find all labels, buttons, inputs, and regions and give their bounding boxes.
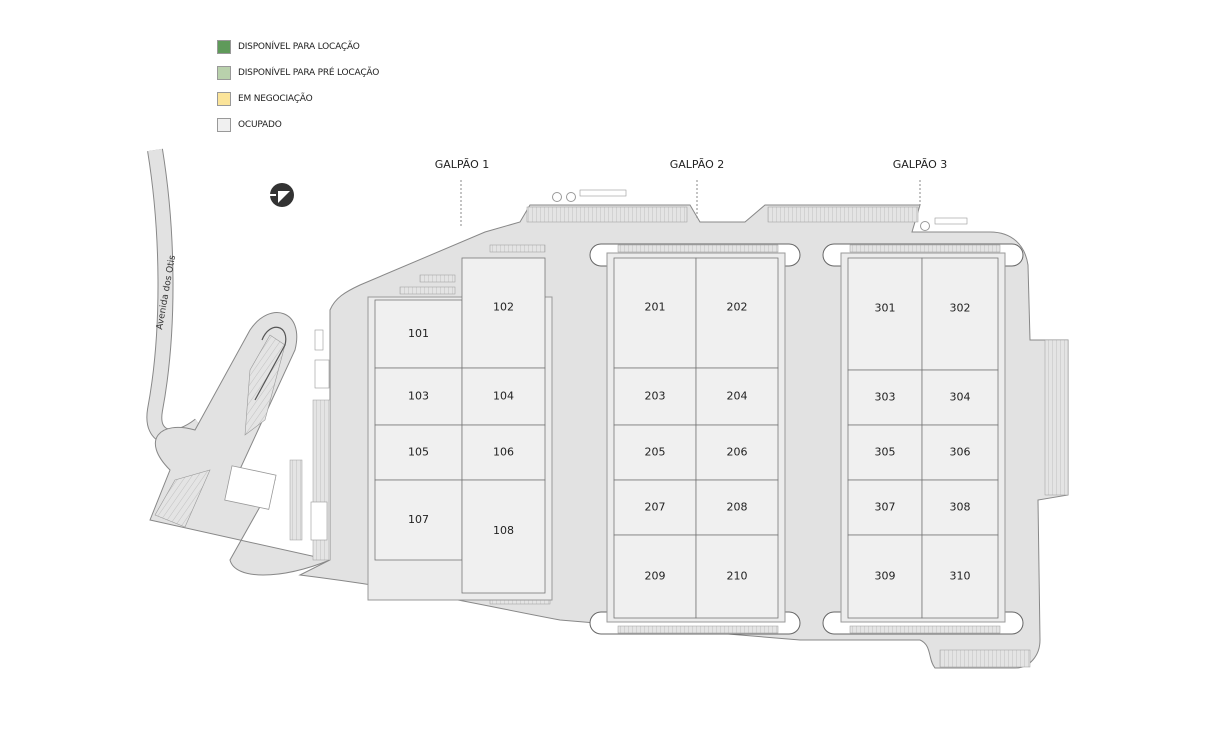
unit-label: 207 <box>645 501 666 514</box>
unit-label: 307 <box>875 501 896 514</box>
unit-203[interactable] <box>613 367 697 426</box>
unit-302[interactable] <box>921 257 999 371</box>
unit-label: 204 <box>727 390 748 403</box>
unit-204[interactable] <box>695 367 779 426</box>
unit-207[interactable] <box>613 479 697 536</box>
galpao-3-label: GALPÃO 3 <box>893 158 948 171</box>
unit-label: 107 <box>408 513 429 526</box>
unit-label: 310 <box>950 570 971 583</box>
legend: DISPONÍVEL PARA LOCAÇÃO DISPONÍVEL PARA … <box>217 34 379 138</box>
unit-202[interactable] <box>695 257 779 369</box>
unit-308[interactable] <box>921 479 999 536</box>
unit-307[interactable] <box>847 479 923 536</box>
galpao-3: 301 302 303 304 305 306 307 308 309 310 <box>847 257 999 619</box>
legend-item-negotiation: EM NEGOCIAÇÃO <box>217 86 379 112</box>
unit-label: 206 <box>727 446 748 459</box>
unit-label: 302 <box>950 301 971 314</box>
unit-106[interactable] <box>461 424 546 481</box>
unit-103[interactable] <box>374 367 463 426</box>
unit-304[interactable] <box>921 369 999 426</box>
unit-label: 201 <box>645 301 666 314</box>
north-arrow-icon <box>270 183 294 207</box>
unit-label: 305 <box>875 446 896 459</box>
unit-102[interactable] <box>461 257 546 369</box>
legend-swatch <box>217 66 231 80</box>
legend-label: DISPONÍVEL PARA LOCAÇÃO <box>238 42 360 52</box>
unit-label: 108 <box>493 524 514 537</box>
unit-206[interactable] <box>695 424 779 481</box>
unit-306[interactable] <box>921 424 999 481</box>
legend-item-occupied: OCUPADO <box>217 112 379 138</box>
access-road <box>149 312 332 576</box>
unit-label: 301 <box>875 301 896 314</box>
legend-item-pre-available: DISPONÍVEL PARA PRÉ LOCAÇÃO <box>217 60 379 86</box>
unit-label: 103 <box>408 390 429 403</box>
galpao-1-label: GALPÃO 1 <box>435 158 490 171</box>
unit-label: 203 <box>645 390 666 403</box>
unit-201[interactable] <box>613 257 697 369</box>
unit-101[interactable] <box>374 299 463 369</box>
unit-310[interactable] <box>921 534 999 619</box>
unit-label: 208 <box>727 501 748 514</box>
unit-label: 102 <box>493 301 514 314</box>
unit-label: 205 <box>645 446 666 459</box>
unit-108[interactable] <box>461 479 546 594</box>
unit-label: 309 <box>875 570 896 583</box>
unit-107[interactable] <box>374 479 463 561</box>
unit-301[interactable] <box>847 257 923 371</box>
unit-303[interactable] <box>847 369 923 426</box>
unit-305[interactable] <box>847 424 923 481</box>
unit-209[interactable] <box>613 534 697 619</box>
legend-label: OCUPADO <box>238 120 282 130</box>
unit-label: 306 <box>950 446 971 459</box>
unit-label: 209 <box>645 570 666 583</box>
unit-label: 101 <box>408 327 429 340</box>
unit-label: 104 <box>493 390 514 403</box>
unit-208[interactable] <box>695 479 779 536</box>
legend-label: DISPONÍVEL PARA PRÉ LOCAÇÃO <box>238 68 380 78</box>
unit-label: 106 <box>493 446 514 459</box>
galpao-2: 201 202 203 204 205 206 207 208 209 210 <box>613 257 779 619</box>
legend-swatch <box>217 40 231 54</box>
legend-item-available: DISPONÍVEL PARA LOCAÇÃO <box>217 34 379 60</box>
unit-205[interactable] <box>613 424 697 481</box>
unit-label: 202 <box>727 301 748 314</box>
unit-label: 303 <box>875 391 896 404</box>
unit-210[interactable] <box>695 534 779 619</box>
unit-label: 105 <box>408 446 429 459</box>
galpao-2-label: GALPÃO 2 <box>670 158 725 171</box>
legend-label: EM NEGOCIAÇÃO <box>238 94 313 104</box>
unit-label: 210 <box>727 570 748 583</box>
legend-swatch <box>217 92 231 106</box>
legend-swatch <box>217 118 231 132</box>
galpao-1: 101 102 103 104 105 106 107 108 <box>374 257 546 594</box>
unit-label: 308 <box>950 501 971 514</box>
unit-label: 304 <box>950 391 971 404</box>
